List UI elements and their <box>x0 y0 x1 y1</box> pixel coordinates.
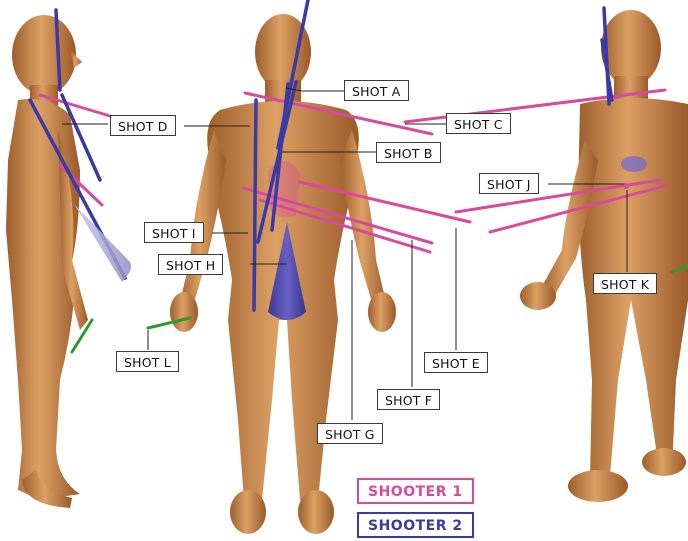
label-shot-b: SHOT B <box>376 142 441 163</box>
label-shot-d: SHOT D <box>110 115 176 136</box>
label-shot-g: SHOT G <box>317 423 383 444</box>
label-shot-c: SHOT C <box>446 113 511 134</box>
right-figure-back-view <box>520 10 688 502</box>
shot-j-marker <box>623 183 629 189</box>
label-shot-a: SHOT A <box>344 80 409 101</box>
label-shot-k: SHOT K <box>593 273 657 294</box>
shooter-2-cone-side <box>74 204 131 282</box>
left-figure-side-view <box>6 15 88 508</box>
label-shot-i: SHOT I <box>144 222 204 243</box>
label-shot-e: SHOT E <box>424 352 488 373</box>
label-shot-l: SHOT L <box>116 351 179 372</box>
label-shot-h: SHOT H <box>158 254 223 275</box>
legend-shooter-2: SHOOTER 2 <box>357 512 474 538</box>
label-shot-j: SHOT J <box>479 173 539 194</box>
shooter-2-back-wound <box>621 156 647 172</box>
label-shot-f: SHOT F <box>377 389 440 410</box>
legend-shooter-1: SHOOTER 1 <box>357 478 474 504</box>
